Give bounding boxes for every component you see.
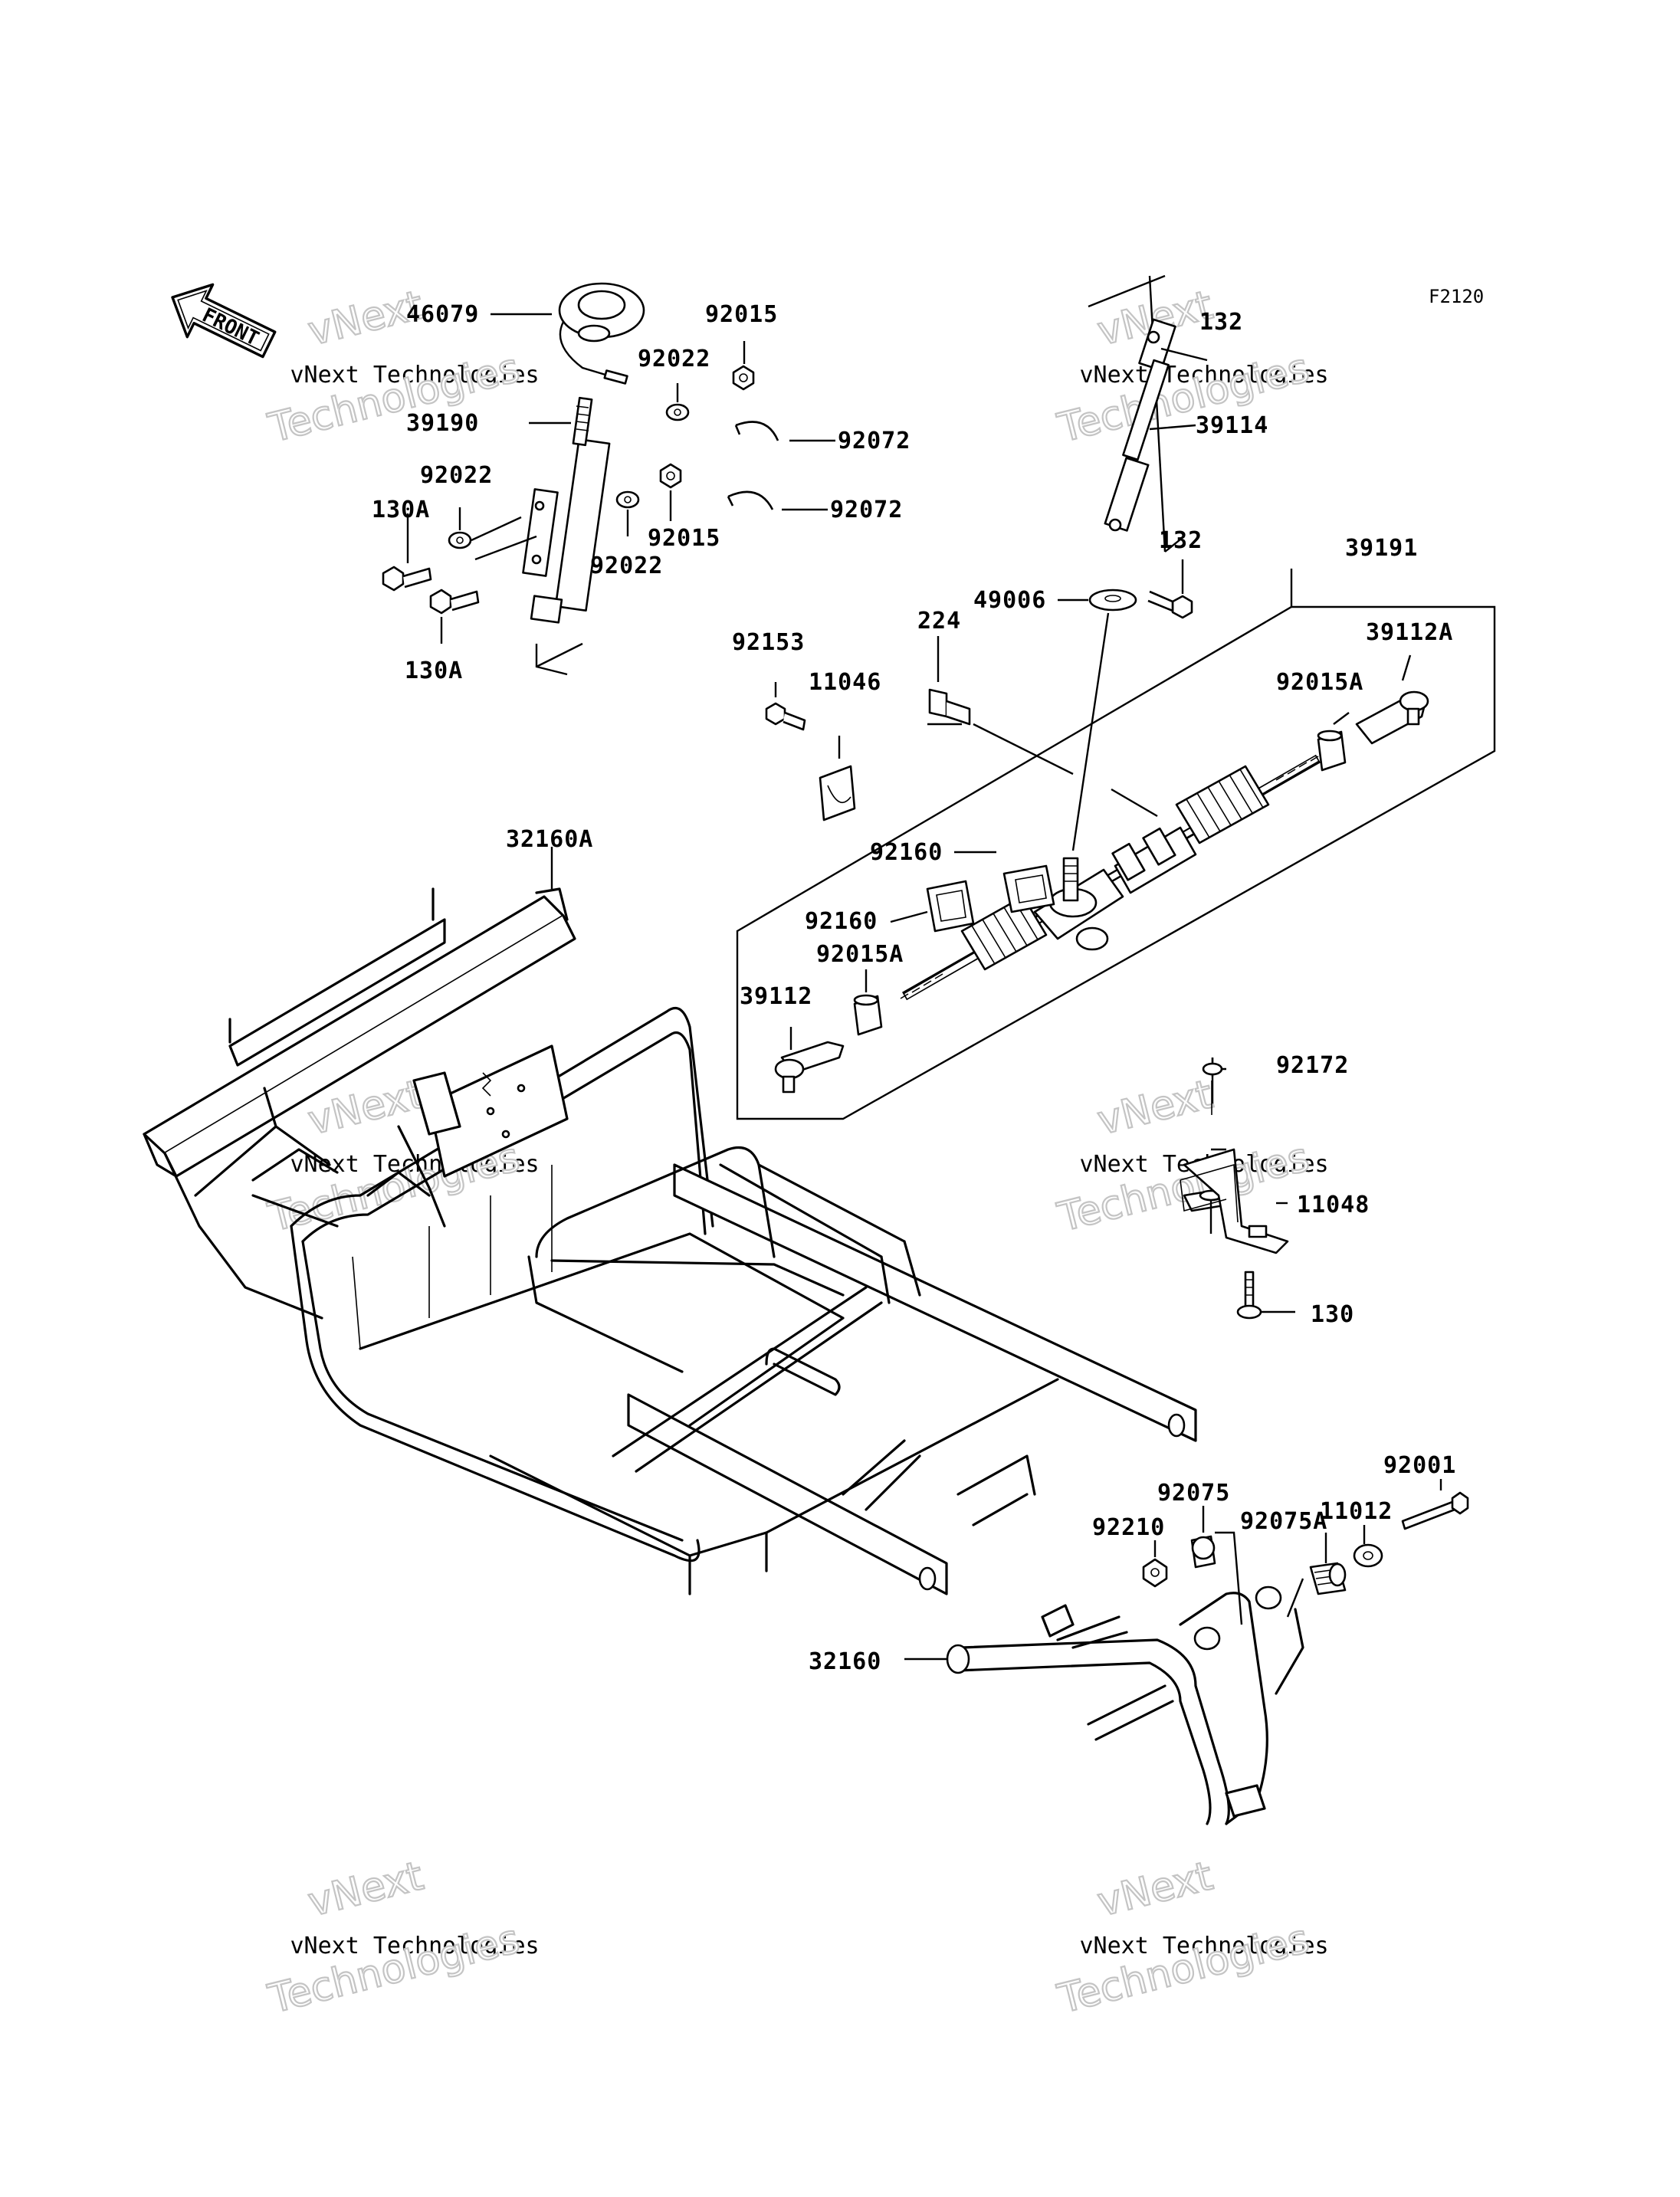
label-92001: 92001 xyxy=(1383,1452,1456,1479)
svg-text:vNext Technologies: vNext Technologies xyxy=(290,1933,539,1959)
bolt-130 xyxy=(1236,1271,1262,1320)
label-46079: 46079 xyxy=(406,301,479,328)
label-132-bot: 132 xyxy=(1159,527,1203,554)
svg-text:vNext: vNext xyxy=(304,1853,428,1926)
svg-text:vNext: vNext xyxy=(1093,1071,1217,1144)
label-92015-mid: 92015 xyxy=(648,525,720,552)
label-39190: 39190 xyxy=(406,410,479,437)
circlip-92072-b xyxy=(727,490,774,510)
bolt-92153 xyxy=(765,702,806,731)
label-92075: 92075 xyxy=(1157,1480,1230,1507)
lower-arm-hardware-group xyxy=(904,1479,1469,1661)
watermark-bottom-left: vNext vNext Technologies Technologies xyxy=(263,1852,539,2023)
label-92022-left: 92022 xyxy=(420,462,493,489)
steering-shaft-part xyxy=(522,396,611,676)
watermark-top-right: vNext vNext Technologies Technologies xyxy=(1052,281,1328,452)
steering-rack-part xyxy=(900,754,1321,1001)
callout-labels: 46079 92015 92022 39190 92072 92022 9207… xyxy=(372,301,1456,1675)
svg-text:vNext Technologies: vNext Technologies xyxy=(1079,1933,1328,1959)
nut-92015-mid xyxy=(659,463,682,489)
nut-92015-top xyxy=(732,365,755,391)
bolt-92001 xyxy=(1401,1491,1469,1530)
label-49006: 49006 xyxy=(973,587,1046,614)
label-130A-top: 130A xyxy=(372,497,430,523)
washer-92022-left xyxy=(448,531,472,549)
clamp-11046 xyxy=(819,765,856,821)
label-11012: 11012 xyxy=(1320,1498,1393,1525)
svg-text:vNext Technologies: vNext Technologies xyxy=(290,1151,539,1178)
label-92172: 92172 xyxy=(1276,1052,1349,1079)
bolt-130A-bot xyxy=(429,589,480,615)
watermark-bottom-right: vNext vNext Technologies Technologies xyxy=(1052,1852,1328,2023)
extra-leaders xyxy=(550,847,1226,1115)
svg-text:vNext Technologies: vNext Technologies xyxy=(290,362,539,389)
main-frame-part xyxy=(143,887,1197,1595)
washer-92022-mid xyxy=(615,490,640,509)
label-39191: 39191 xyxy=(1345,535,1418,562)
label-130: 130 xyxy=(1311,1301,1354,1328)
front-arrow-icon: FRONT xyxy=(171,283,277,359)
label-92015A-right: 92015A xyxy=(1276,669,1363,696)
washer-49006 xyxy=(1088,589,1137,612)
label-92160-b: 92160 xyxy=(805,908,878,935)
label-32160A: 32160A xyxy=(506,826,593,853)
label-92022-top: 92022 xyxy=(638,346,710,372)
label-92072-a: 92072 xyxy=(838,428,911,454)
bolt-224 xyxy=(928,688,971,726)
lower-arm-part xyxy=(946,1585,1304,1825)
label-92153: 92153 xyxy=(732,629,805,656)
bushing-92160-b xyxy=(926,880,975,933)
washer-92022-top xyxy=(665,403,690,421)
figure-code: F2120 xyxy=(1429,286,1484,307)
washer-11012 xyxy=(1353,1543,1383,1568)
bushing-92160-a xyxy=(1002,864,1055,913)
label-92022-mid: 92022 xyxy=(590,553,663,579)
bushing-92075 xyxy=(1190,1535,1216,1569)
svg-text:vNext Technologies: vNext Technologies xyxy=(1079,362,1328,389)
bushing-92075A xyxy=(1309,1562,1347,1595)
label-32160: 32160 xyxy=(809,1648,881,1675)
label-92072-b: 92072 xyxy=(830,497,903,523)
label-39112: 39112 xyxy=(740,983,812,1010)
steering-shaft-joint-group xyxy=(1058,274,1208,851)
label-92015A-left: 92015A xyxy=(816,941,904,968)
steering-column-group xyxy=(382,282,835,676)
label-11046: 11046 xyxy=(809,669,881,696)
label-39114: 39114 xyxy=(1196,412,1268,439)
tie-rod-end-39112 xyxy=(774,1041,845,1094)
steering-cap-part xyxy=(558,282,645,385)
label-132-top: 132 xyxy=(1199,309,1243,336)
bolt-132-bot xyxy=(1147,590,1193,619)
label-92160-a: 92160 xyxy=(870,839,943,866)
label-11048: 11048 xyxy=(1297,1192,1370,1218)
label-39112A: 39112A xyxy=(1366,619,1453,646)
bolt-130A-top xyxy=(382,566,432,592)
label-92015-top: 92015 xyxy=(705,301,778,328)
bracket-11048-group xyxy=(1180,1148,1295,1320)
steering-rack-group xyxy=(736,569,1496,1120)
label-92210: 92210 xyxy=(1092,1514,1165,1541)
svg-text:vNext: vNext xyxy=(1093,1853,1217,1926)
label-224: 224 xyxy=(917,608,961,635)
nut-92210 xyxy=(1142,1558,1168,1588)
label-130A-bot: 130A xyxy=(405,657,463,684)
circlip-92072-a xyxy=(734,421,779,441)
watermark-top-left: vNext vNext Technologies Technologies xyxy=(263,281,539,452)
label-92075A: 92075A xyxy=(1240,1508,1327,1535)
tie-rod-end-39112A xyxy=(1355,690,1429,745)
